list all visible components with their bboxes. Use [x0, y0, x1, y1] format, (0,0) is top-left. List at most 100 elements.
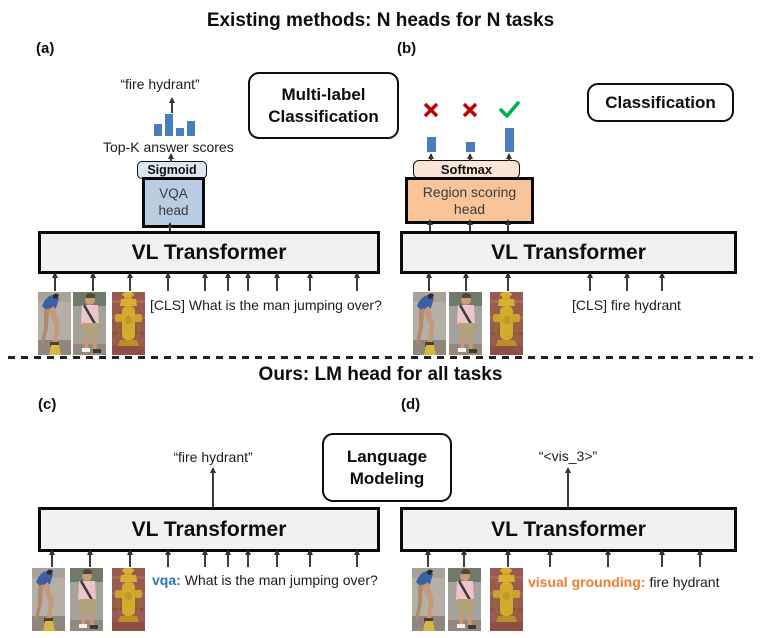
arrow-head — [201, 272, 208, 278]
arrow-line — [169, 226, 171, 231]
arrow-line — [430, 157, 432, 161]
score-bar — [165, 114, 173, 136]
arrow-head — [504, 219, 511, 225]
arrow-up-icon — [425, 272, 433, 291]
arrow-up-icon — [623, 272, 631, 291]
arrow-up-icon — [586, 272, 594, 291]
arrow-up-icon — [505, 153, 513, 161]
arrow-line — [170, 157, 172, 162]
arrow-line — [356, 553, 358, 567]
arrow-head — [460, 549, 467, 555]
arrow-up-icon — [224, 549, 232, 567]
arrow-head — [126, 272, 133, 278]
arrow-head — [164, 272, 171, 278]
arrow-up-icon — [51, 272, 59, 291]
arrow-line — [309, 553, 311, 567]
section-title-existing: Existing methods: N heads for N tasks — [206, 10, 555, 31]
arrow-line — [661, 553, 663, 567]
task-box-classification-label: Classification — [605, 92, 716, 112]
cross-icon — [461, 101, 479, 124]
arrow-head — [48, 549, 55, 555]
arrow-up-icon — [89, 272, 97, 291]
task-box-multilabel-line2: Classification — [268, 106, 379, 126]
man-jumping-photo — [412, 568, 445, 631]
arrow-head — [623, 272, 630, 278]
arrow-head — [86, 549, 93, 555]
fire-hydrant-photo — [112, 292, 145, 355]
arrow-up-icon — [504, 549, 512, 567]
arrow-head — [224, 549, 231, 555]
arrow-head — [167, 153, 174, 159]
task-box-language-modeling: Language Modeling — [322, 433, 452, 502]
arrow-line — [129, 276, 131, 291]
grounding-query-text: fire hydrant — [649, 574, 720, 590]
answer-score-bars — [154, 114, 195, 136]
arrow-up-icon — [209, 467, 217, 507]
score-bar — [187, 121, 195, 136]
arrow-line — [469, 157, 471, 161]
arrow-line — [204, 276, 206, 291]
arrow-up-icon — [306, 549, 314, 567]
arrow-line — [227, 553, 229, 567]
woman-pink-shirt-photo — [73, 292, 106, 355]
vl-transformer-c: VL Transformer — [38, 507, 380, 552]
arrow-head — [505, 153, 512, 159]
input-text-c: vqa:What is the man jumping over? — [152, 572, 378, 588]
arrow-head — [466, 153, 473, 159]
man-jumping-photo — [38, 292, 71, 355]
score-bar — [466, 142, 475, 152]
arrow-up-icon — [353, 549, 361, 567]
arrow-head — [604, 549, 611, 555]
arrow-up-icon — [164, 272, 172, 291]
task-box-multilabel-classification: Multi-label Classification — [248, 72, 399, 139]
vqa-head-line1: VQA — [159, 186, 188, 202]
arrow-head — [462, 272, 469, 278]
arrow-head — [658, 272, 665, 278]
arrow-line — [661, 276, 663, 291]
arrow-head — [504, 272, 511, 278]
dashed-divider — [8, 356, 753, 359]
arrow-up-icon — [424, 549, 432, 567]
input-text-a: [CLS] What is the man jumping over? — [150, 297, 382, 313]
arrow-line — [428, 276, 430, 291]
arrow-up-icon — [244, 272, 252, 291]
vqa-head-line2: head — [158, 202, 189, 218]
fire-hydrant-photo — [490, 568, 523, 631]
vl-transformer-a: VL Transformer — [38, 231, 380, 274]
arrow-line — [204, 553, 206, 567]
task-box-classification: Classification — [587, 83, 734, 122]
arrow-line — [507, 276, 509, 291]
arrow-line — [567, 471, 569, 507]
panel-label-d: (d) — [401, 396, 421, 413]
arrow-head — [224, 272, 231, 278]
arrow-head — [166, 222, 173, 228]
arrow-up-icon — [504, 272, 512, 291]
arrow-line — [167, 276, 169, 291]
panel-label-a: (a) — [36, 40, 55, 57]
arrow-head — [126, 549, 133, 555]
arrow-head — [306, 272, 313, 278]
fire-hydrant-photo — [112, 568, 145, 631]
task-prefix-visual-grounding: visual grounding: — [528, 574, 646, 590]
arrow-up-icon — [564, 467, 572, 507]
arrow-line — [508, 157, 510, 161]
arrow-up-icon — [273, 272, 281, 291]
arrow-line — [309, 276, 311, 291]
arrow-line — [589, 276, 591, 291]
task-box-lm-line2: Modeling — [349, 468, 425, 488]
score-bar — [505, 128, 514, 152]
arrow-head — [306, 549, 313, 555]
arrow-line — [507, 553, 509, 567]
arrow-up-icon — [504, 219, 512, 231]
region-head-line1: Region scoring — [422, 183, 517, 200]
vqa-head-box: VQA head — [142, 177, 205, 228]
arrow-up-icon — [201, 549, 209, 567]
arrow-head — [201, 549, 208, 555]
arrow-up-icon — [462, 272, 470, 291]
arrow-line — [227, 276, 229, 291]
arrow-head — [273, 272, 280, 278]
arrow-line — [276, 553, 278, 567]
arrow-up-icon — [201, 272, 209, 291]
arrow-up-icon — [244, 549, 252, 567]
arrow-head — [466, 219, 473, 225]
